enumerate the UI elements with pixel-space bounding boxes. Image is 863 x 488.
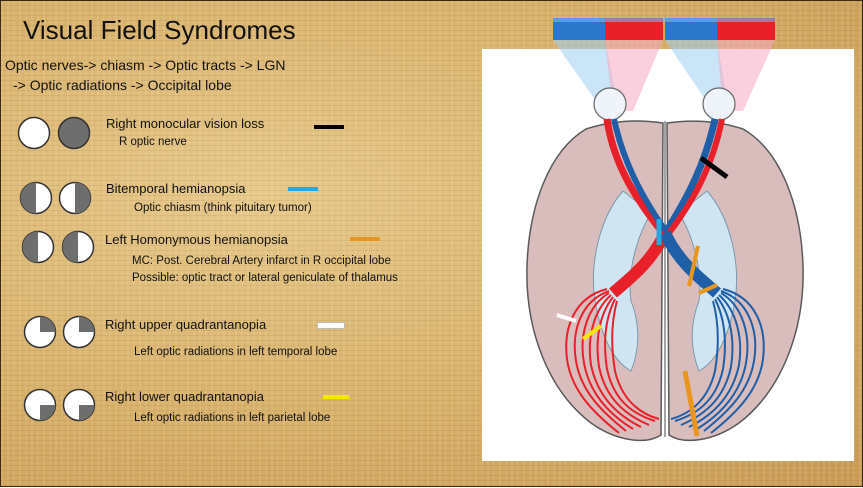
- left-eye-icon: [594, 88, 626, 120]
- right-eye-icon: [703, 88, 735, 120]
